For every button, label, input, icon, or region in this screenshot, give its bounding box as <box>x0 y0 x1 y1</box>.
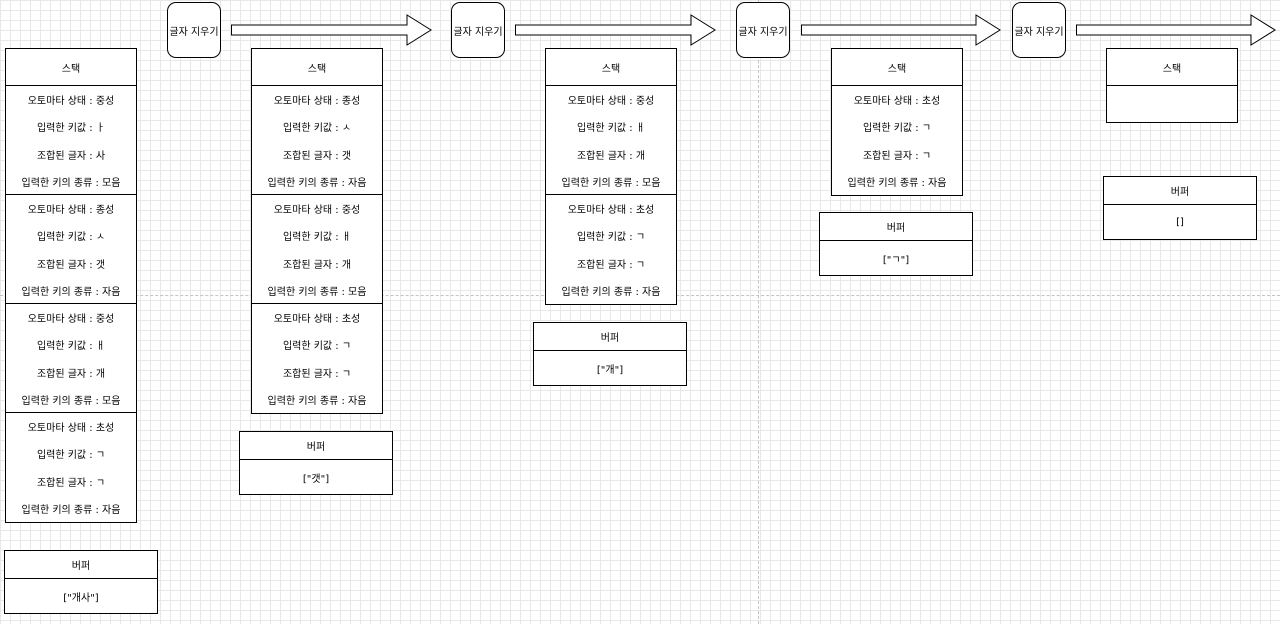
key-type: 입력한 키의 종류 : 자음 <box>561 286 661 298</box>
input-key: 입력한 키값 : ㄱ <box>862 123 932 135</box>
buffer-box: 버퍼 ["ㄱ"] <box>819 212 973 276</box>
input-key: 입력한 키값 : ㅅ <box>282 123 352 135</box>
buffer-value: ["개사"] <box>63 593 99 604</box>
buffer-value: ["ㄱ"] <box>882 255 910 266</box>
composed-char: 조합된 글자 : ㄱ <box>862 150 932 162</box>
composed-char: 조합된 글자 : 갯 <box>36 259 106 271</box>
composed-char: 조합된 글자 : 개 <box>282 259 352 271</box>
stack-title: 스택 <box>252 49 382 86</box>
input-key: 입력한 키값 : ㅐ <box>282 232 352 244</box>
buffer-value: ["개"] <box>596 365 624 376</box>
flow-arrow-shape <box>801 14 1001 46</box>
key-type: 입력한 키의 종류 : 자음 <box>21 504 121 516</box>
delete-char-action: 글자 지우기 <box>736 2 790 58</box>
composed-char: 조합된 글자 : 갯 <box>282 150 352 162</box>
key-type: 입력한 키의 종류 : 모음 <box>21 395 121 407</box>
input-key: 입력한 키값 : ㅏ <box>36 123 106 135</box>
buffer-title: 버퍼 <box>820 213 972 241</box>
key-type: 입력한 키의 종류 : 자음 <box>267 395 367 407</box>
automata-state: 오토마타 상태 : 중성 <box>273 205 361 217</box>
automata-state: 오토마타 상태 : 초성 <box>273 314 361 326</box>
stack-title: 스택 <box>1107 49 1237 86</box>
key-type: 입력한 키의 종류 : 자음 <box>21 286 121 298</box>
automata-state: 오토마타 상태 : 종성 <box>273 96 361 108</box>
flow-arrow-shape <box>515 14 716 46</box>
buffer-title: 버퍼 <box>1104 177 1256 205</box>
buffer-box: 버퍼 ["개사"] <box>4 550 158 614</box>
automata-state: 오토마타 상태 : 초성 <box>567 205 655 217</box>
page-break-vertical <box>758 0 759 624</box>
input-key: 입력한 키값 : ㄱ <box>36 450 106 462</box>
delete-char-action: 글자 지우기 <box>1012 2 1066 58</box>
automata-state: 오토마타 상태 : 중성 <box>27 96 115 108</box>
automata-state: 오토마타 상태 : 중성 <box>27 314 115 326</box>
key-type: 입력한 키의 종류 : 자음 <box>267 177 367 189</box>
composed-char: 조합된 글자 : 개 <box>576 150 646 162</box>
buffer-box: 버퍼 ["갯"] <box>239 431 393 495</box>
delete-char-action: 글자 지우기 <box>451 2 505 58</box>
stack-title: 스택 <box>832 49 962 86</box>
flow-arrow-shape <box>1076 14 1276 46</box>
stack-box: 스택 <box>1106 48 1238 123</box>
buffer-title: 버퍼 <box>534 323 686 351</box>
input-key: 입력한 키값 : ㅐ <box>36 341 106 353</box>
automata-state: 오토마타 상태 : 중성 <box>567 96 655 108</box>
key-type: 입력한 키의 종류 : 모음 <box>21 177 121 189</box>
stack-title: 스택 <box>6 49 136 86</box>
composed-char: 조합된 글자 : ㄱ <box>36 477 106 489</box>
composed-char: 조합된 글자 : ㄱ <box>576 259 646 271</box>
composed-char: 조합된 글자 : 사 <box>36 150 106 162</box>
buffer-value: [] <box>1176 217 1184 228</box>
buffer-title: 버퍼 <box>5 551 157 579</box>
automata-state: 오토마타 상태 : 초성 <box>27 423 115 435</box>
key-type: 입력한 키의 종류 : 모음 <box>267 286 367 298</box>
stack-body <box>1107 86 1237 122</box>
input-key: 입력한 키값 : ㅅ <box>36 232 106 244</box>
flow-arrow <box>515 14 716 46</box>
delete-char-action: 글자 지우기 <box>167 2 221 58</box>
buffer-title: 버퍼 <box>240 432 392 460</box>
buffer-box: 버퍼 ["개"] <box>533 322 687 386</box>
flow-arrow <box>1076 14 1276 46</box>
input-key: 입력한 키값 : ㅐ <box>576 123 646 135</box>
key-type: 입력한 키의 종류 : 자음 <box>847 177 947 189</box>
composed-char: 조합된 글자 : ㄱ <box>282 368 352 380</box>
automata-state: 오토마타 상태 : 초성 <box>853 96 941 108</box>
stack-title: 스택 <box>546 49 676 86</box>
automata-state: 오토마타 상태 : 종성 <box>27 205 115 217</box>
input-key: 입력한 키값 : ㄱ <box>576 232 646 244</box>
input-key: 입력한 키값 : ㄱ <box>282 341 352 353</box>
composed-char: 조합된 글자 : 개 <box>36 368 106 380</box>
buffer-value: ["갯"] <box>302 474 330 485</box>
buffer-box: 버퍼 [] <box>1103 176 1257 240</box>
flow-arrow <box>801 14 1001 46</box>
key-type: 입력한 키의 종류 : 모음 <box>561 177 661 189</box>
flow-arrow <box>231 14 432 46</box>
flow-arrow-shape <box>231 14 432 46</box>
